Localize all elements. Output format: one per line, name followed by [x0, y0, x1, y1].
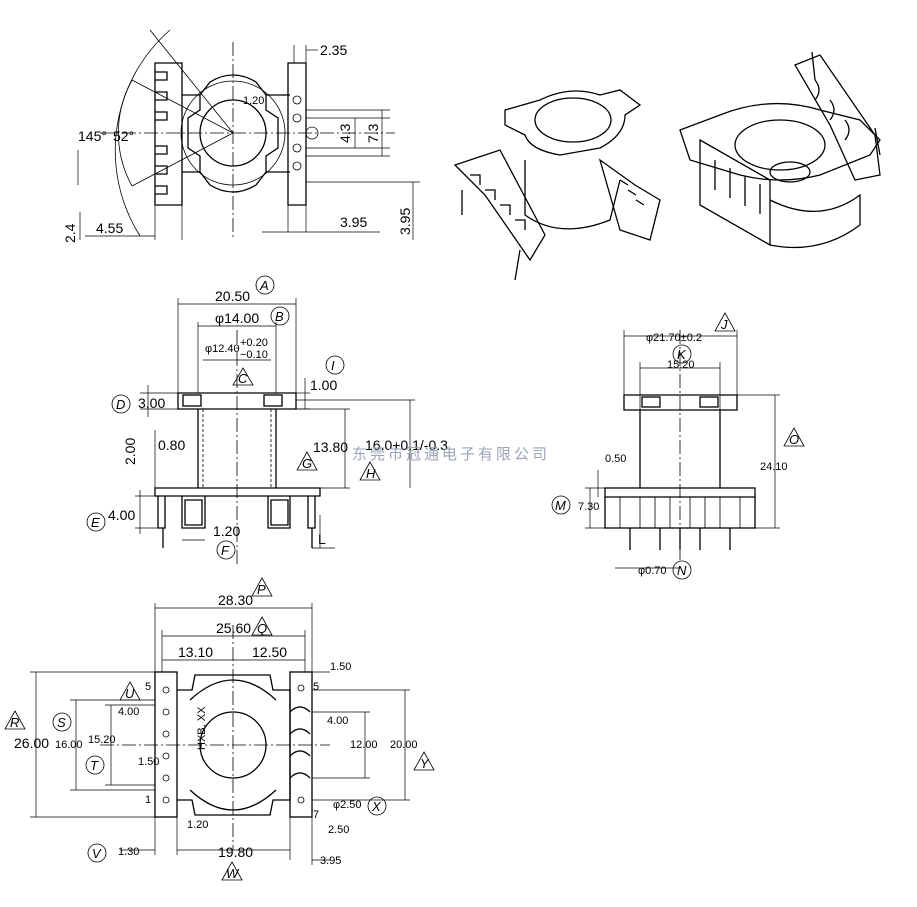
label-T: T — [90, 758, 99, 773]
label-V: V — [92, 846, 102, 861]
label-N: N — [677, 563, 687, 578]
dim-13-10: 13.10 — [178, 644, 213, 660]
dim-0-80: 0.80 — [158, 437, 185, 453]
dim-25-60: 25.60 — [216, 620, 251, 636]
dim-7-30: 7.30 — [578, 501, 599, 513]
label-B: B — [275, 309, 284, 324]
pin-5-left: 5 — [145, 681, 151, 693]
dim-26-00: 26.00 — [14, 735, 49, 751]
dim-3-00: 3.00 — [138, 395, 165, 411]
dim-16-0: 16.0+0.1/-0.3 — [365, 437, 448, 453]
dim-28-30: 28.30 — [218, 592, 253, 608]
dim-4-55: 4.55 — [96, 220, 123, 236]
dim-52deg: 52° — [113, 128, 134, 144]
dim-24-10: 24.10 — [760, 461, 788, 473]
dim-phi-21-70: φ21.70±0.2 — [646, 332, 702, 344]
label-P: P — [257, 582, 266, 597]
watermark: 东莞市冠通电子有限公司 — [352, 446, 550, 463]
dim-L: L — [318, 531, 326, 547]
dim-phi-2-50: φ2.50 — [333, 799, 362, 811]
dim-2-00: 2.00 — [122, 438, 138, 465]
side-view: φ21.70±0.2 15.20 24.10 0.50 7.30 φ0.70 J… — [551, 312, 805, 580]
label-A: A — [259, 278, 269, 293]
label-F: F — [221, 543, 230, 558]
dim-15-20: 15.20 — [88, 734, 116, 746]
label-G: G — [302, 456, 312, 471]
label-E: E — [91, 515, 100, 530]
label-X: X — [371, 799, 382, 814]
dim-2-50: 2.50 — [328, 824, 349, 836]
dim-3-95-horizontal: 3.95 — [340, 214, 367, 230]
dim-2-35: 2.35 — [320, 42, 347, 58]
dim-4-00: 4.00 — [108, 507, 135, 523]
dim-4-00-left: 4.00 — [118, 706, 139, 718]
dim-1-50-left: 1.50 — [138, 756, 159, 768]
label-D: D — [116, 397, 125, 412]
dim-1-30: 1.30 — [118, 846, 139, 858]
label-C: C — [238, 371, 248, 386]
dim-1-20: 1.20 — [187, 819, 208, 831]
label-Q: Q — [257, 621, 267, 636]
front-view: 20.50 φ14.00 φ12.40 +0.20 −0.10 1.00 3.0… — [86, 275, 448, 565]
dim-7-3: 7.3 — [365, 123, 381, 143]
dim-16-00: 16.00 — [55, 739, 83, 751]
tol-plus-0-20: +0.20 — [240, 337, 268, 349]
pin-7-right: 7 — [313, 809, 319, 821]
top-view: 2.35 1.20 145° 52° 4.3 7.3 2.4 4.55 3.95… — [62, 29, 420, 243]
label-K: K — [677, 347, 687, 362]
isometric-view-top — [453, 89, 661, 281]
dim-20-00: 20.00 — [390, 739, 418, 751]
dim-3-95: 3.95 — [320, 855, 341, 867]
tol-minus-0-10: −0.10 — [240, 349, 268, 361]
dim-phi-14-00: φ14.00 — [215, 310, 259, 326]
dim-19-80: 19.80 — [218, 844, 253, 860]
label-W: W — [226, 866, 240, 881]
label-J: J — [720, 317, 728, 332]
marking-hxb: HXB, XX — [196, 706, 208, 750]
dim-3-95-vertical: 3.95 — [397, 208, 413, 235]
dim-1-20: 1.20 — [213, 523, 240, 539]
label-O: O — [789, 432, 799, 447]
label-M: M — [555, 498, 566, 513]
dim-12-00: 12.00 — [350, 739, 378, 751]
dim-phi-12-40: φ12.40 — [205, 343, 240, 355]
label-S: S — [57, 715, 66, 730]
label-H: H — [366, 466, 376, 481]
pin-5-right: 5 — [313, 681, 319, 693]
isometric-view-bottom — [679, 51, 881, 249]
dim-13-80: 13.80 — [313, 439, 348, 455]
label-Y: Y — [420, 756, 430, 771]
dim-4-00-right: 4.00 — [327, 715, 348, 727]
dim-1-00: 1.00 — [310, 377, 337, 393]
bottom-view: HXB, XX 28.30 25.60 13.10 12.50 1.50 4.0… — [4, 577, 435, 881]
dim-20-50: 20.50 — [215, 288, 250, 304]
dim-12-50: 12.50 — [252, 644, 287, 660]
dim-2-4: 2.4 — [62, 223, 78, 243]
pin-1-left: 1 — [145, 794, 151, 806]
dim-1-50-right: 1.50 — [330, 661, 351, 673]
dim-phi-0-70: φ0.70 — [638, 565, 667, 577]
dim-145deg: 145° — [78, 128, 107, 144]
label-I: I — [331, 358, 335, 373]
dim-15-20: 15.20 — [667, 359, 695, 371]
dim-4-3: 4.3 — [337, 123, 353, 143]
dim-1-20: 1.20 — [243, 95, 264, 107]
label-R: R — [10, 715, 19, 730]
dim-0-50: 0.50 — [605, 453, 626, 465]
label-U: U — [125, 686, 135, 701]
